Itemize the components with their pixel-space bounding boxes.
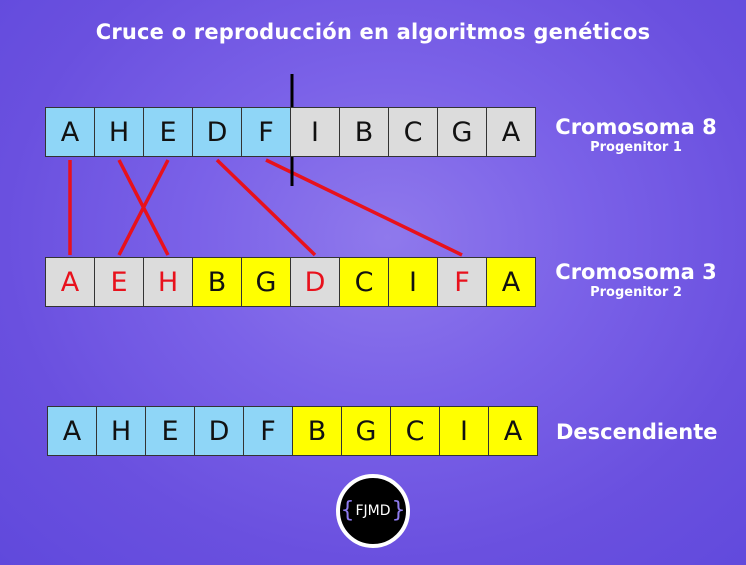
logo-text: FJMD bbox=[355, 503, 391, 519]
parent1-gene-9: A bbox=[486, 107, 536, 157]
offspring-name: Descendiente bbox=[556, 420, 718, 444]
parent2-label: Cromosoma 3 Progenitor 2 bbox=[553, 259, 719, 301]
parent2-gene-2: H bbox=[143, 257, 193, 307]
parent1-name: Cromosoma 8 bbox=[555, 115, 717, 139]
offspring-label: Descendiente bbox=[556, 419, 718, 445]
offspring-gene-7: C bbox=[390, 406, 440, 456]
parent1-gene-6: B bbox=[339, 107, 389, 157]
parent2-gene-1: E bbox=[94, 257, 144, 307]
parent2-role: Progenitor 2 bbox=[590, 285, 682, 300]
parent2-gene-4: G bbox=[241, 257, 291, 307]
parent2-gene-7: I bbox=[388, 257, 438, 307]
offspring-gene-2: E bbox=[145, 406, 195, 456]
parent1-gene-7: C bbox=[388, 107, 438, 157]
gene-link-2 bbox=[117, 159, 170, 256]
parent1-gene-8: G bbox=[437, 107, 487, 157]
parent2-gene-9: A bbox=[486, 257, 536, 307]
parent2-gene-8: F bbox=[437, 257, 487, 307]
fjmd-logo: { FJMD } bbox=[336, 474, 410, 548]
parent1-role: Progenitor 1 bbox=[590, 140, 682, 155]
logo-left-brace: { bbox=[340, 498, 355, 523]
offspring-gene-4: F bbox=[243, 406, 293, 456]
parent1-gene-0: A bbox=[45, 107, 95, 157]
logo-right-brace: } bbox=[391, 498, 406, 523]
parent1-gene-5: I bbox=[290, 107, 340, 157]
parent1-gene-2: E bbox=[143, 107, 193, 157]
parent2-name: Cromosoma 3 bbox=[555, 260, 717, 284]
offspring-gene-9: A bbox=[488, 406, 538, 456]
offspring-gene-8: I bbox=[439, 406, 489, 456]
diagram-title: Cruce o reproducción en algoritmos genét… bbox=[95, 20, 651, 44]
parent2-gene-0: A bbox=[45, 257, 95, 307]
offspring-gene-6: G bbox=[341, 406, 391, 456]
offspring-gene-1: H bbox=[96, 406, 146, 456]
parent2-gene-5: D bbox=[290, 257, 340, 307]
parent1-gene-3: D bbox=[192, 107, 242, 157]
offspring-gene-5: B bbox=[292, 406, 342, 456]
parent2-gene-6: C bbox=[339, 257, 389, 307]
parent2-gene-3: B bbox=[192, 257, 242, 307]
parent1-gene-1: H bbox=[94, 107, 144, 157]
offspring-gene-0: A bbox=[47, 406, 97, 456]
gene-link-3 bbox=[215, 158, 317, 257]
parent1-label: Cromosoma 8 Progenitor 1 bbox=[553, 114, 719, 156]
gene-link-4 bbox=[265, 158, 463, 257]
offspring-gene-3: D bbox=[194, 406, 244, 456]
parent1-gene-4: F bbox=[241, 107, 291, 157]
